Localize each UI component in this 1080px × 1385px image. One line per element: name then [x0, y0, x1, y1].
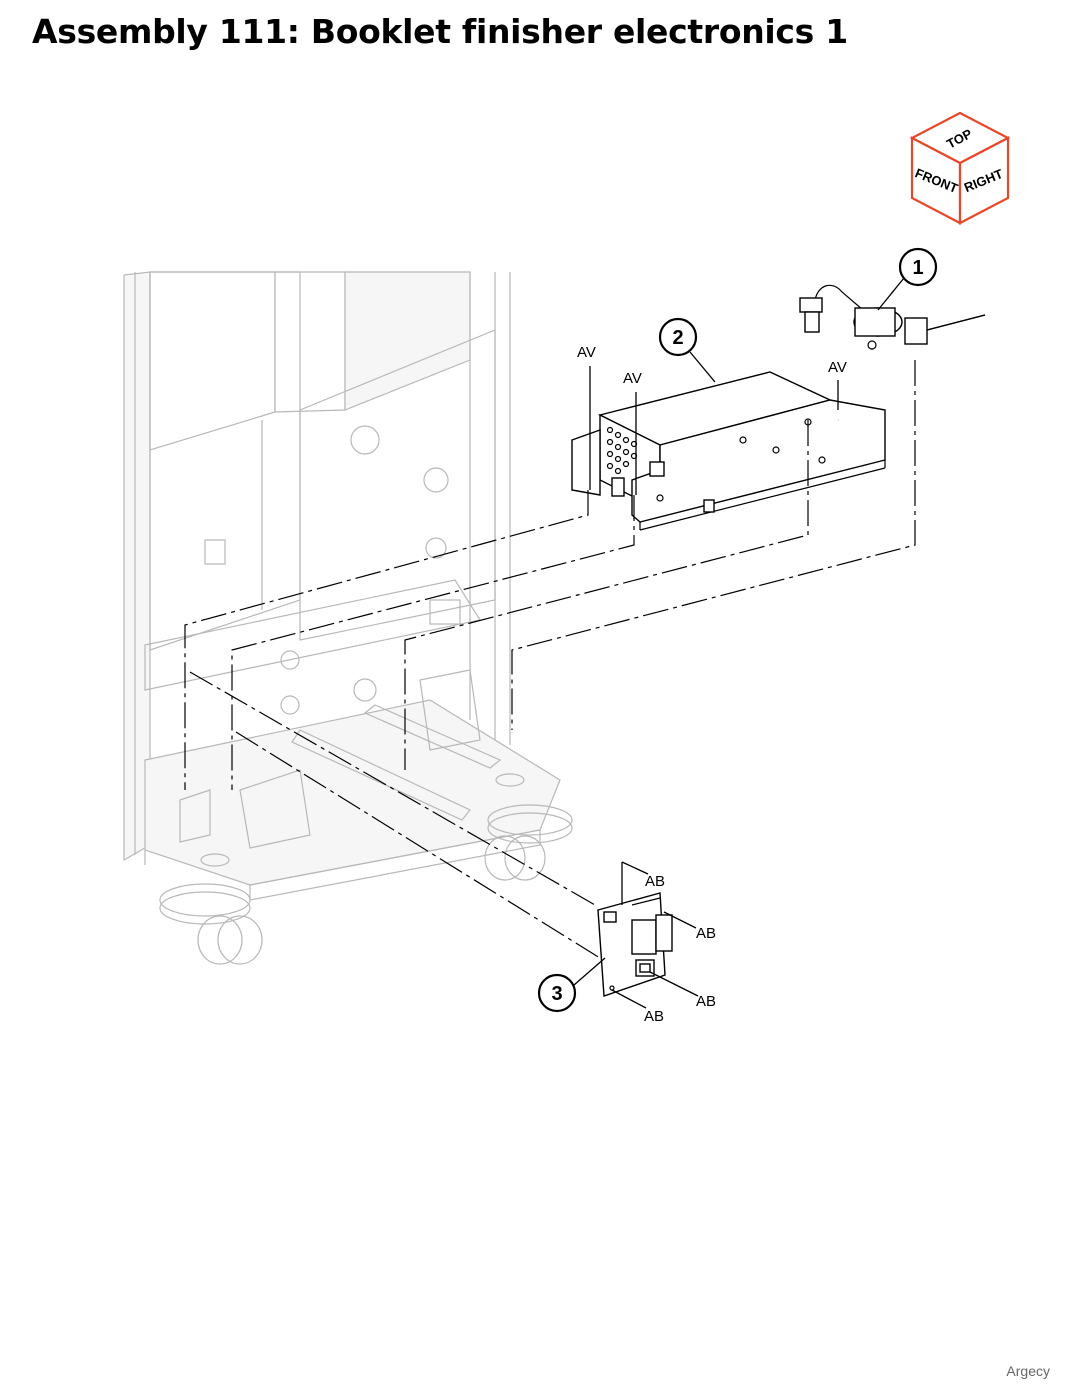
orientation-cube-icon: TOP FRONT RIGHT — [909, 111, 1011, 225]
ab-reference-markers: AB AB AB AB — [611, 861, 716, 1025]
callout-number: 3 — [551, 983, 562, 1005]
callout-2: 2 — [658, 317, 698, 357]
ref-label-ab: AB — [696, 993, 716, 1010]
finisher-frame-ghost — [123, 271, 573, 965]
page-title: Assembly 111: Booklet finisher electroni… — [32, 12, 848, 51]
power-supply-part — [571, 371, 886, 531]
control-board-part — [597, 892, 673, 997]
callout-number: 2 — [672, 327, 683, 349]
ref-label-av: AV — [577, 344, 596, 361]
ref-label-ab: AB — [645, 873, 665, 890]
callouts: 1 2 3 — [537, 247, 938, 1013]
ref-label-av: AV — [623, 370, 642, 387]
av-reference-markers: AV AV AV — [577, 344, 847, 495]
callout-number: 1 — [912, 257, 923, 279]
caster-left-ghost — [159, 883, 263, 965]
ref-label-av: AV — [828, 359, 847, 376]
callout-1: 1 — [898, 247, 938, 287]
watermark-text: Argecy — [1006, 1363, 1050, 1379]
callout-3: 3 — [537, 973, 577, 1013]
ref-label-ab: AB — [696, 925, 716, 942]
caster-center-ghost — [200, 773, 525, 867]
ref-label-ab: AB — [644, 1008, 664, 1025]
cable-part — [799, 284, 986, 350]
alignment-lines — [184, 360, 916, 959]
caster-right-ghost — [484, 804, 573, 881]
